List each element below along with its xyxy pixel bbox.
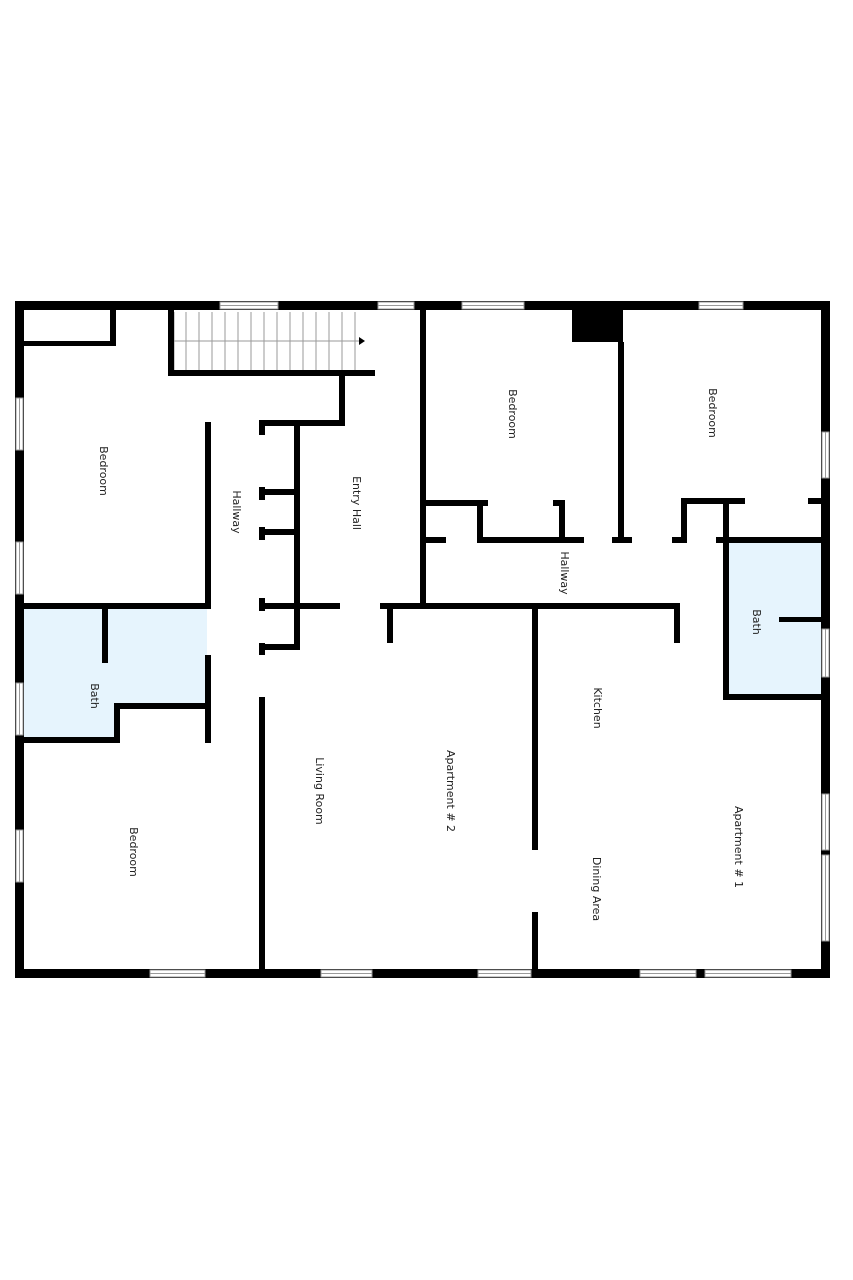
exterior-wall-bottom [15, 969, 830, 978]
stair-direction-arrow-icon [359, 337, 365, 345]
room-label-bedroom-sw: Bedroom [127, 827, 140, 877]
room-label-bath-east: Bath [750, 609, 763, 635]
room-label-bedroom-ne: Bedroom [706, 388, 719, 438]
room-label-entry-hall: Entry Hall [350, 476, 363, 530]
room-labels: Bedroom Hallway Entry Hall Bedroom Bedro… [88, 388, 763, 921]
room-label-living-room: Living Room [313, 757, 326, 825]
chimney [572, 310, 623, 342]
exterior-wall-left [15, 301, 24, 978]
room-label-apartment-2: Apartment # 2 [444, 750, 457, 832]
staircase [173, 312, 365, 370]
windows [15, 301, 830, 978]
exterior-wall-top [15, 301, 830, 310]
room-label-hallway-center: Hallway [558, 551, 571, 595]
bath-west-fill [23, 608, 207, 739]
room-label-apartment-1: Apartment # 1 [732, 806, 745, 888]
room-label-kitchen: Kitchen [591, 687, 604, 728]
room-label-bedroom-nw: Bedroom [97, 446, 110, 496]
room-label-dining-area: Dining Area [590, 857, 603, 921]
room-label-bedroom-n-center: Bedroom [506, 389, 519, 439]
room-label-hallway-west: Hallway [230, 490, 243, 534]
room-label-bath-west: Bath [88, 683, 101, 709]
